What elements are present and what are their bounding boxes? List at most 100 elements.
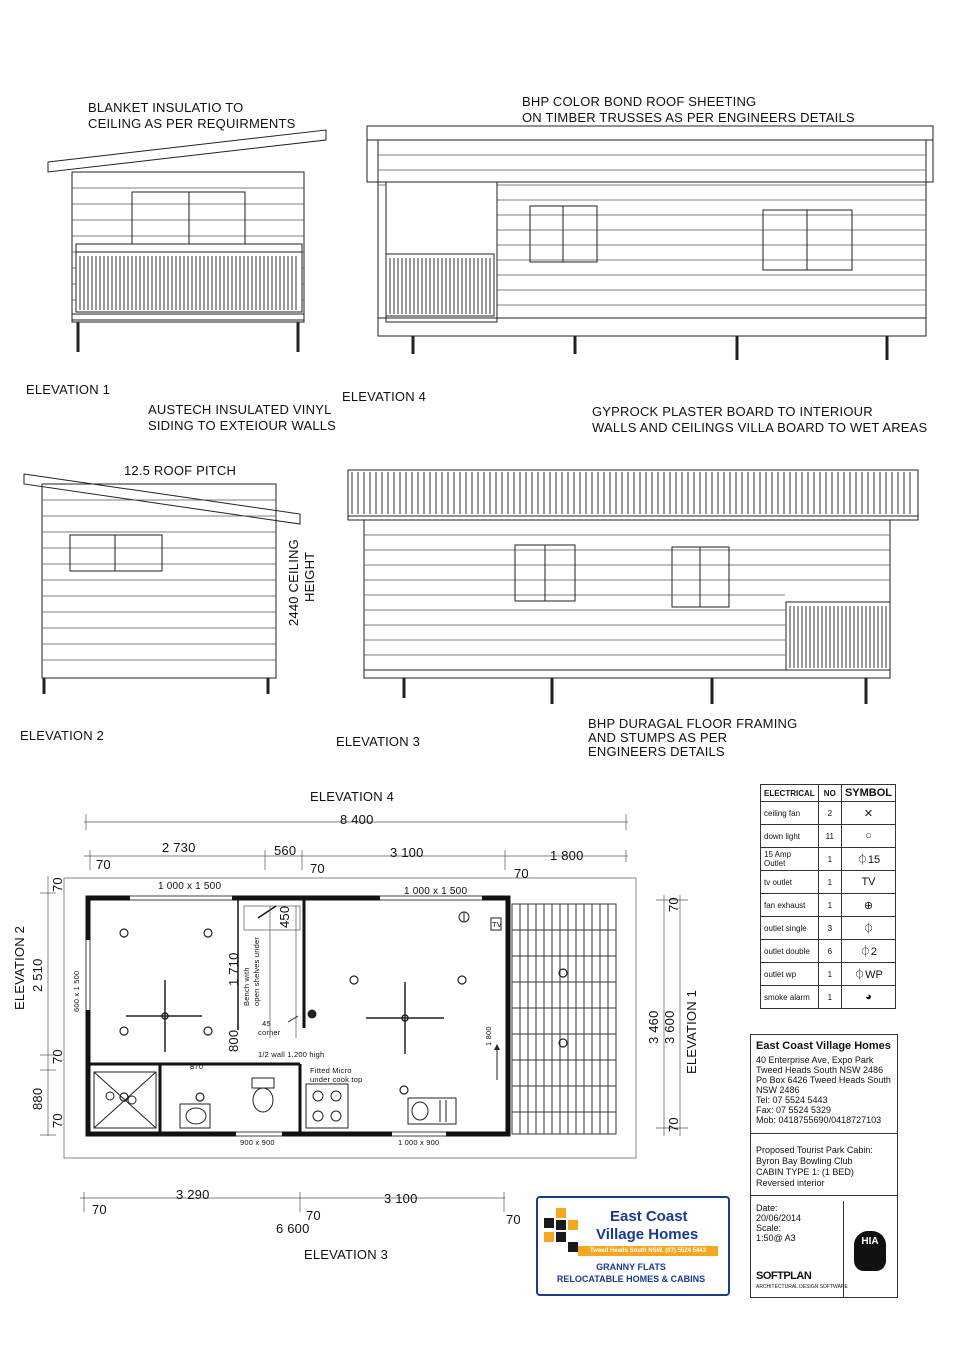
dim-top-b: 70 bbox=[310, 861, 325, 876]
company-address-2: Tweed Heads South NSW 2486 bbox=[756, 1065, 884, 1075]
dim-right-b: 3 460 bbox=[646, 1010, 661, 1044]
project-line-4: Reversed interior bbox=[756, 1178, 825, 1188]
dim-right-d: 70 bbox=[666, 1117, 681, 1132]
divider bbox=[751, 1133, 897, 1134]
elevation-1-drawing bbox=[47, 129, 327, 352]
legend-item: down light bbox=[760, 824, 819, 848]
window-w4: 900 x 900 bbox=[240, 1138, 275, 1147]
dim-1710: 1 710 bbox=[226, 952, 241, 986]
date-value: 20/06/2014 bbox=[756, 1213, 802, 1223]
scale-label: Scale: bbox=[756, 1223, 782, 1233]
half-wall-note: 1/2 wall 1.200 high bbox=[258, 1050, 325, 1059]
angle-corner: corner bbox=[258, 1028, 281, 1037]
legend-no: 3 bbox=[817, 916, 842, 940]
window-w5: 1 000 x 900 bbox=[398, 1138, 440, 1147]
dim-top-c: 70 bbox=[514, 866, 529, 881]
logo-tag-1: GRANNY FLATS bbox=[596, 1262, 666, 1272]
ceiling-height-line-2: HEIGHT bbox=[302, 551, 317, 602]
legend-no: 1 bbox=[817, 847, 842, 871]
dim-top-a: 70 bbox=[96, 857, 111, 872]
legend-item: outlet single bbox=[760, 916, 819, 940]
legend-item: fan exhaust bbox=[760, 893, 819, 917]
down-light-symbol-icon: ○ bbox=[840, 824, 897, 848]
ceiling-fan-symbol-icon: ✕ bbox=[840, 801, 897, 825]
elevation-3-drawing bbox=[347, 469, 919, 704]
softplan-logo: SOFTPLAN bbox=[756, 1270, 812, 1282]
dim-top-2: 560 bbox=[274, 843, 297, 858]
legend-no: 1 bbox=[817, 893, 842, 917]
ceiling-fan-icon bbox=[126, 980, 202, 1052]
legend-no: 6 bbox=[817, 939, 842, 963]
tv-outlet-icon: TV bbox=[492, 920, 502, 929]
hia-logo-icon: HIA bbox=[854, 1231, 886, 1271]
micro-line-2: under cook top bbox=[310, 1075, 363, 1084]
gyprock-note-line-1: GYPROCK PLASTER BOARD TO INTERIOUR bbox=[592, 404, 873, 419]
elevation-2-drawing bbox=[23, 473, 301, 694]
legend-header-symbol: SYMBOL bbox=[840, 784, 897, 802]
dim-870: 870 bbox=[190, 1062, 204, 1071]
project-line-1: Proposed Tourist Park Cabin: bbox=[756, 1145, 873, 1155]
legend-item: smoke alarm bbox=[760, 985, 819, 1009]
company-fax: Fax: 07 5524 5329 bbox=[756, 1105, 832, 1115]
logo-line-2: Village Homes bbox=[596, 1226, 699, 1243]
company-address-4: NSW 2486 bbox=[756, 1085, 800, 1095]
legend-item: ceiling fan bbox=[760, 801, 819, 825]
legend-no: 1 bbox=[817, 962, 842, 986]
legend-item: outlet double bbox=[760, 939, 819, 963]
legend-item: tv outlet bbox=[760, 870, 819, 894]
dim-top-total: 8 400 bbox=[340, 812, 374, 827]
dim-bottom-a: 70 bbox=[92, 1202, 107, 1217]
roof-note-line-2: ON TIMBER TRUSSES AS PER ENGINEERS DETAI… bbox=[522, 110, 855, 125]
elevation-1-label: ELEVATION 1 bbox=[26, 382, 111, 397]
outlet-double-symbol-icon: ⏀2 bbox=[840, 939, 897, 963]
legend-header-no: NO bbox=[817, 784, 842, 802]
window-w2: 1 000 x 1 500 bbox=[404, 886, 468, 897]
walls bbox=[85, 895, 511, 1137]
dim-top-1: 2 730 bbox=[162, 840, 196, 855]
outlet-single-symbol-icon: ⏀ bbox=[840, 916, 897, 940]
logo-line-1: East Coast bbox=[610, 1208, 688, 1225]
title-block: East Coast Village Homes 40 Enterprise A… bbox=[750, 1034, 898, 1298]
elevation-2-label: ELEVATION 2 bbox=[20, 728, 105, 743]
legend-item: outlet wp bbox=[760, 962, 819, 986]
dim-left-e: 70 bbox=[50, 1113, 65, 1128]
dim-top-3: 3 100 bbox=[390, 845, 424, 860]
company-address-3: Po Box 6426 Tweed Heads South bbox=[756, 1075, 891, 1085]
logo-squares-icon bbox=[544, 1208, 580, 1252]
divider bbox=[751, 1195, 897, 1196]
legend-no: 11 bbox=[817, 824, 842, 848]
date-label: Date: bbox=[756, 1203, 778, 1213]
smoke-alarm-symbol-icon: ◕ bbox=[840, 985, 897, 1009]
company-mob: Mob: 0418755690/0418727103 bbox=[756, 1115, 882, 1125]
project-line-3: CABIN TYPE 1: (1 BED) bbox=[756, 1167, 854, 1177]
dim-left-a: 70 bbox=[50, 877, 65, 892]
ceiling-height-line-1: 2440 CEILING bbox=[286, 539, 301, 626]
legend-item: 15 Amp Outlet bbox=[760, 847, 819, 871]
dim-bottom-1: 3 290 bbox=[176, 1187, 210, 1202]
logo-tag-2: RELOCATABLE HOMES & CABINS bbox=[556, 1274, 706, 1284]
floor-note-line-3: ENGINEERS DETAILS bbox=[588, 744, 725, 759]
dim-left-d: 880 bbox=[30, 1087, 45, 1110]
deck bbox=[511, 903, 617, 1135]
logo-strip: Tweed Heads South NSW. (07) 5524 5443 bbox=[578, 1246, 718, 1256]
dim-bottom-b: 70 bbox=[306, 1208, 321, 1223]
dim-800: 800 bbox=[226, 1029, 241, 1052]
window-w3: 600 x 1 500 bbox=[72, 970, 81, 1012]
window-w1: 1 000 x 1 500 bbox=[158, 881, 222, 892]
floor-note-line-1: BHP DURAGAL FLOOR FRAMING bbox=[588, 716, 798, 731]
softplan-sub: ARCHITECTURAL DESIGN SOFTWARE bbox=[756, 1284, 848, 1290]
elevation-4-label: ELEVATION 4 bbox=[342, 389, 427, 404]
legend-no: 1 bbox=[817, 985, 842, 1009]
siding-note-line-2: SIDING TO EXTEIOUR WALLS bbox=[148, 418, 337, 433]
dim-bottom-c: 70 bbox=[506, 1212, 521, 1227]
blanket-note-line-2: CEILING AS PER REQUIRMENTS bbox=[88, 116, 296, 131]
dim-right-c: 3 600 bbox=[662, 1010, 677, 1044]
dim-1800-inner: 1 800 bbox=[484, 1026, 493, 1046]
siding-note-line-1: AUSTECH INSULATED VINYL bbox=[148, 402, 332, 417]
